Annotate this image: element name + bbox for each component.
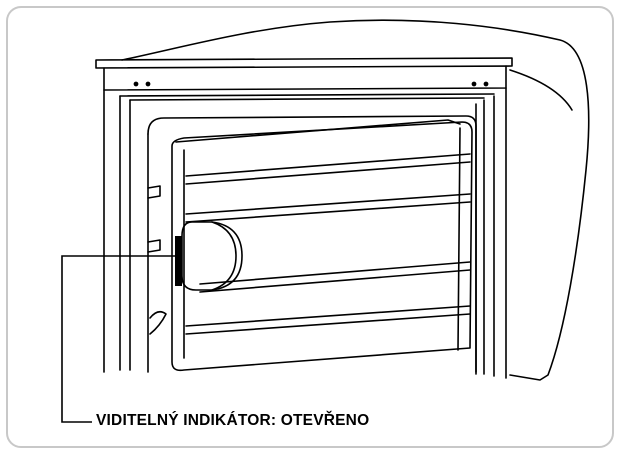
drawer-top-lip: [175, 119, 461, 143]
drawer-handle-curve: [211, 221, 237, 291]
drawer-rib-1b: [185, 161, 471, 185]
left-latch-upper: [147, 185, 161, 199]
drawer-rib-3b: [199, 269, 471, 293]
drawer-rib-3: [199, 261, 471, 285]
drawer-rib-4: [185, 305, 471, 327]
cabinet-top-front: [103, 65, 507, 91]
screw-right-1: [471, 81, 477, 87]
drawer-rib-4b: [185, 313, 471, 335]
freezer-drawer-front-inner: [183, 127, 461, 359]
screw-right-2: [483, 81, 489, 87]
visible-indicator: [175, 236, 182, 286]
drawer-rib-2b: [185, 201, 471, 223]
cabinet-inner-top-rail: [119, 93, 495, 101]
indicator-caption: VIDITELNÝ INDIKÁTOR: OTEVŘENO: [96, 412, 370, 429]
left-latch-hook: [149, 310, 167, 335]
cabinet-right-inner-edge: [509, 69, 573, 111]
outer-border: [6, 6, 614, 448]
callout-line: [61, 255, 176, 423]
screw-left-2: [145, 81, 151, 87]
freezer-drawer-front: [171, 121, 473, 372]
drawer-rib-1: [185, 153, 471, 177]
drawer-handle: [181, 221, 243, 291]
freezer-illustration: [95, 19, 590, 381]
cabinet-top-panel: [95, 57, 513, 69]
screw-left-1: [133, 81, 139, 87]
left-latch-lower: [147, 239, 161, 253]
cabinet-cutaway-outline: [121, 19, 590, 381]
compartment-opening: [147, 115, 477, 373]
drawer-rib-2: [185, 193, 471, 215]
